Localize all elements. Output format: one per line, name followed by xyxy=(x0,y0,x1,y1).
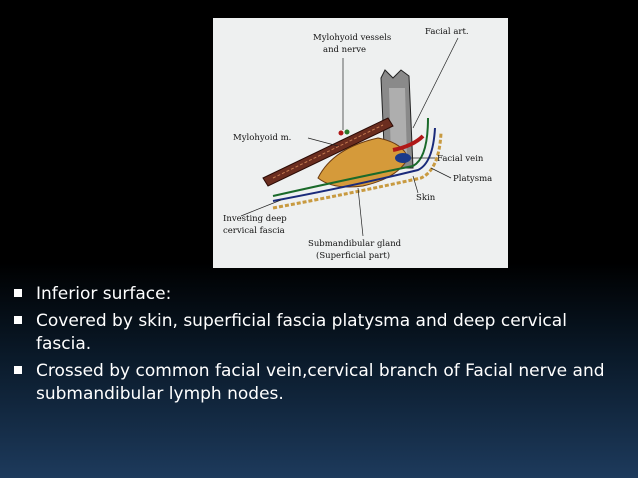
bullet-text: Covered by skin, superficial fascia plat… xyxy=(36,311,567,354)
label-facial-vein: Facial vein xyxy=(437,154,484,164)
bullet-list: Inferior surface: Covered by skin, super… xyxy=(14,283,624,410)
anatomy-figure: Mylohyoid vessels and nerve Facial art. … xyxy=(213,18,508,268)
square-bullet-icon xyxy=(14,289,22,297)
label-mylohyoid-m: Mylohyoid m. xyxy=(233,133,291,143)
platysma-line xyxy=(272,127,436,202)
anatomy-diagram: Mylohyoid vessels and nerve Facial art. … xyxy=(223,27,492,261)
label-facial-art: Facial art. xyxy=(425,27,469,37)
bullet-item: Inferior surface: xyxy=(14,283,624,306)
facial-vein-shape xyxy=(395,153,411,163)
label-mylohyoid-vessels: Mylohyoid vessels xyxy=(313,33,391,43)
facial-artery-shape xyxy=(392,134,425,152)
label-cervical-fascia: cervical fascia xyxy=(223,226,285,236)
bullet-item: Covered by skin, superficial fascia plat… xyxy=(14,310,624,356)
label-skin: Skin xyxy=(416,193,436,203)
label-superficial-part: (Superficial part) xyxy=(316,250,390,261)
label-investing-deep: Investing deep xyxy=(223,214,287,224)
label-and-nerve: and nerve xyxy=(323,45,366,55)
square-bullet-icon xyxy=(14,366,22,374)
bullet-text: Crossed by common facial vein,cervical b… xyxy=(36,361,605,404)
deep-fascia-line xyxy=(272,117,429,197)
label-submandibular-gland: Submandibular gland xyxy=(308,239,402,249)
square-bullet-icon xyxy=(14,316,22,324)
skin-line xyxy=(272,132,443,210)
bullet-item: Crossed by common facial vein,cervical b… xyxy=(14,360,624,406)
bullet-text: Inferior surface: xyxy=(36,284,172,304)
label-platysma: Platysma xyxy=(453,174,492,184)
